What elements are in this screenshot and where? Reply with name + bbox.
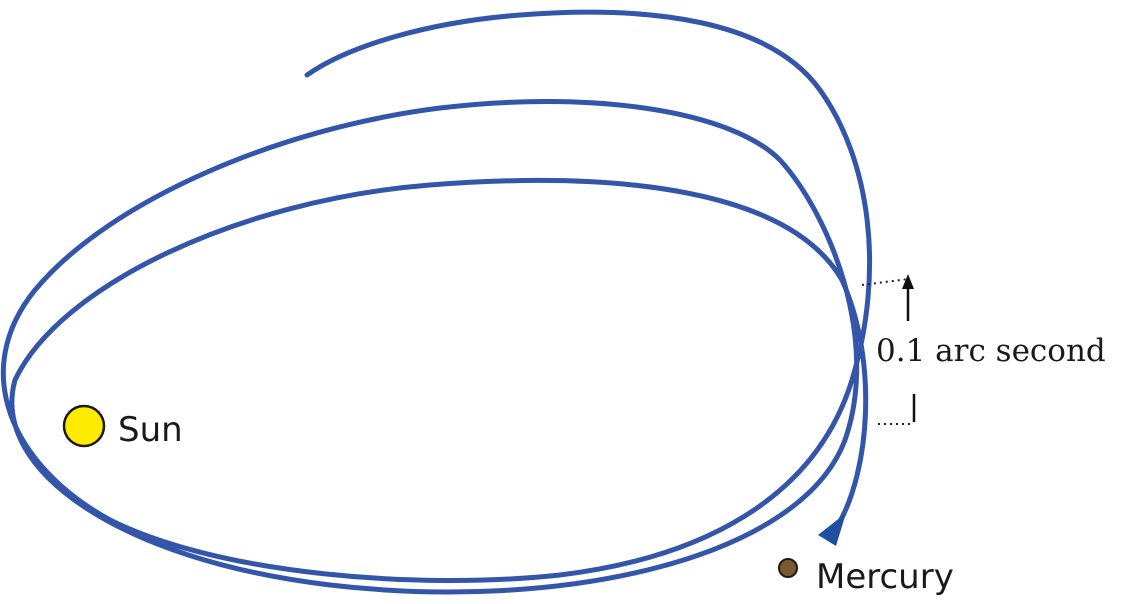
sun-label: Sun xyxy=(118,410,183,450)
sun-icon xyxy=(64,406,104,446)
measurement-label: 0.1 arc second xyxy=(876,333,1106,369)
mercury-icon xyxy=(779,559,797,577)
mercury-label: Mercury xyxy=(816,557,954,597)
upper-arrowhead-icon xyxy=(902,274,914,289)
direction-arrowhead xyxy=(818,513,846,546)
orbit-path xyxy=(3,12,869,592)
